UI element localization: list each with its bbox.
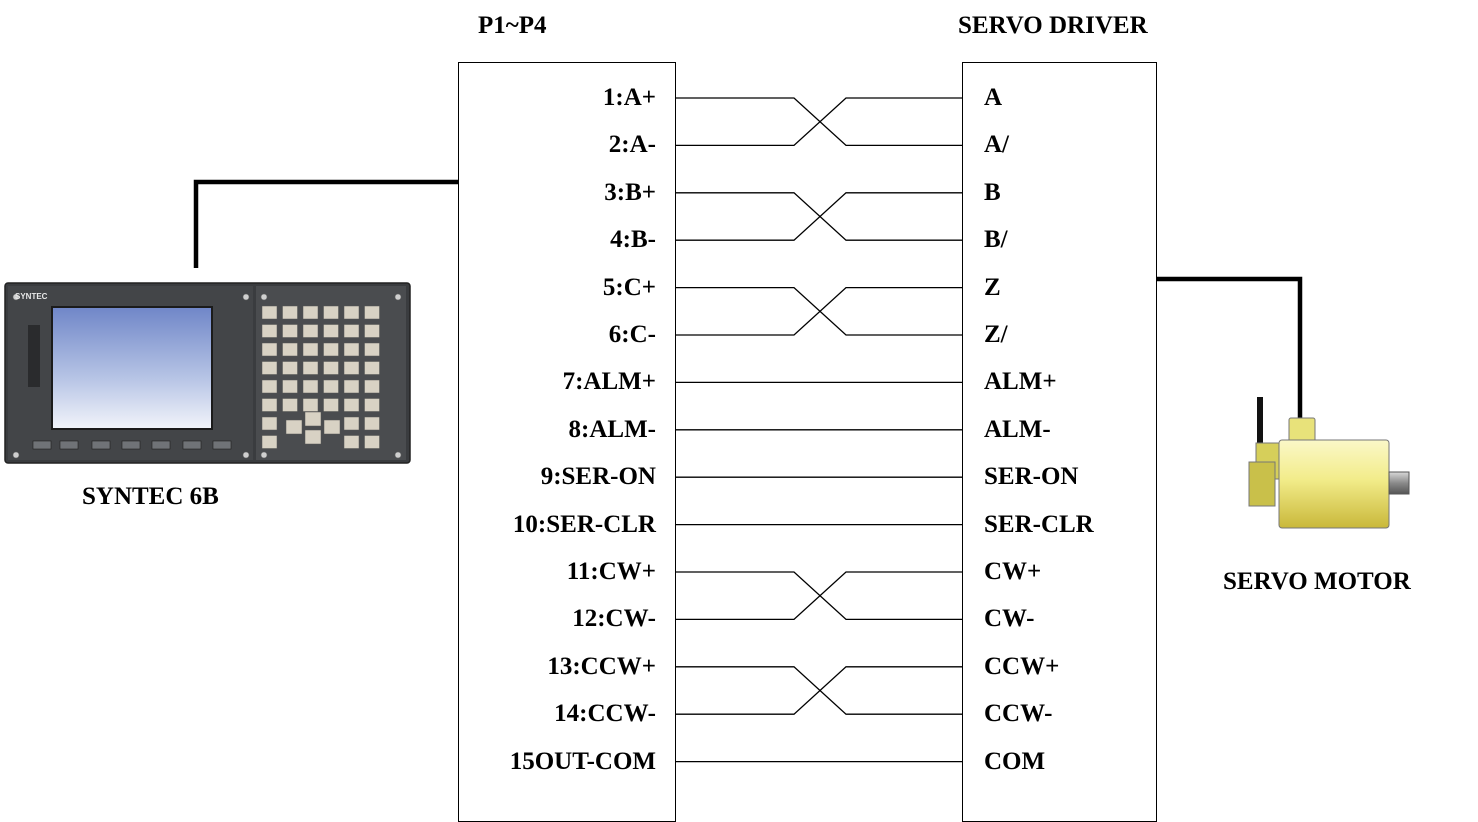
right-pin-labels: A A/B B/Z Z/ALM+ ALM- SER-ON SER-CLR CW+ CW- CCW+… [984, 0, 1154, 806]
p1-p4-connector-box [458, 62, 676, 822]
left-pin-labels: 1:A+ 2:A- 3:B+ 4:B- 5:C+ 6:C- 7:ALM+ 8:ALM- 9:SE… [460, 0, 656, 806]
right-pin-label: ALM- [984, 415, 1051, 443]
right-pin-label: CW- [984, 605, 1035, 633]
right-pin-label: ALM+ [984, 368, 1057, 396]
left-pin-label: 8:ALM- [568, 415, 656, 443]
right-pin-label: CCW+ [984, 652, 1060, 680]
twisted-pair-wire [676, 97, 963, 147]
right-pin-label: CCW- [984, 700, 1053, 728]
right-pin-label: SER-ON [984, 463, 1079, 491]
left-pin-label: 7:ALM+ [562, 368, 656, 396]
motor-cable [1157, 276, 1303, 418]
twisted-pair-wire [676, 286, 963, 336]
left-pin-label: 5:C+ [602, 273, 656, 301]
left-pin-label: 2:A- [608, 131, 656, 159]
controller-label: SYNTEC 6B [82, 483, 219, 510]
left-pin-label: 3:B+ [604, 178, 656, 206]
right-pin-label: Z [984, 273, 1001, 301]
right-pin-label: A/ [984, 131, 1009, 159]
right-pin-label: A [984, 84, 1003, 111]
right-pin-label: SER-CLR [984, 510, 1094, 538]
left-pin-label: 11:CW+ [566, 558, 656, 585]
servo-driver-title: SERVO DRIVER [958, 12, 1148, 39]
left-pin-label: 4:B- [610, 226, 656, 254]
left-pin-label: 1:A+ [602, 84, 656, 111]
left-pin-label: 13:CCW+ [547, 652, 656, 680]
left-pin-label: 9:SER-ON [540, 463, 656, 491]
right-pin-label: CW+ [984, 558, 1042, 585]
left-pin-label: 6:C- [608, 321, 656, 348]
right-pin-label: COM [984, 747, 1046, 775]
controller-brand: SYNTEC [15, 292, 48, 301]
right-pin-label: B [984, 178, 1001, 206]
left-pin-label: 12:CW- [572, 605, 656, 633]
connector-title: P1~P4 [478, 12, 547, 39]
twisted-pair-wire [676, 571, 963, 621]
left-pin-label: 10:SER-CLR [512, 510, 656, 538]
twisted-pair-wire [676, 192, 963, 241]
left-pin-label: 15OUT-COM [509, 747, 656, 775]
servo-driver-box [962, 62, 1157, 822]
motor-label: SERVO MOTOR [1223, 568, 1411, 595]
right-pin-label: Z/ [984, 321, 1008, 348]
right-pin-label: B/ [984, 226, 1008, 254]
controller-cable [193, 179, 458, 268]
left-pin-label: 14:CCW- [554, 700, 656, 728]
twisted-pair-wire [676, 666, 963, 715]
